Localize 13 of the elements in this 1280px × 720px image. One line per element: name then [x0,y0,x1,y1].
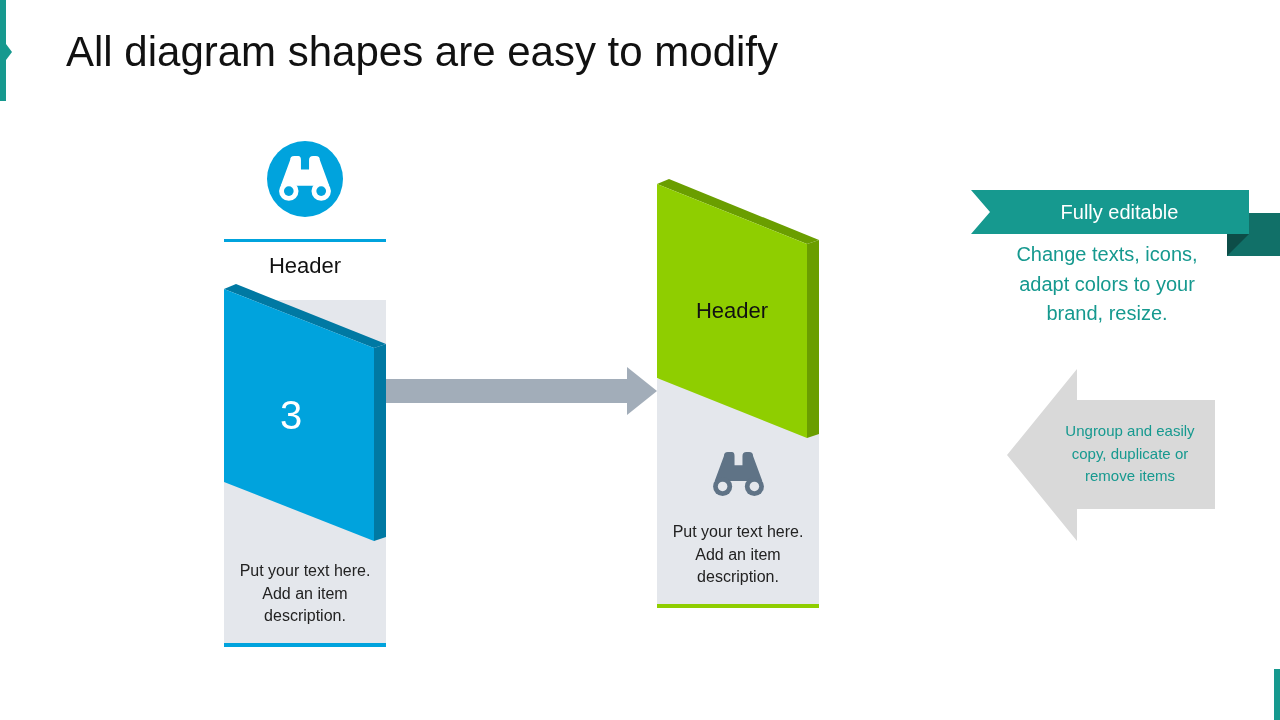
ribbon-description: Change texts, icons, adapt colors to your brand, resize. [1015,242,1199,326]
arrow [386,367,657,415]
ribbon-banner [971,190,1249,234]
card-description: Put your text here. Add an item description. [671,522,805,587]
ribbon-title: Fully editable [1059,200,1180,225]
panel-number: 3 [278,392,304,439]
callout-text: Ungroup and easily copy, duplicate or remove items [1064,421,1196,486]
card-header: Header [267,252,343,280]
card-header: Header [694,297,770,325]
card-description: Put your text here. Add an item description. [238,561,372,626]
info-card [224,140,386,647]
info-card [657,179,819,608]
slide-title: All diagram shapes are easy to modify [66,27,778,77]
